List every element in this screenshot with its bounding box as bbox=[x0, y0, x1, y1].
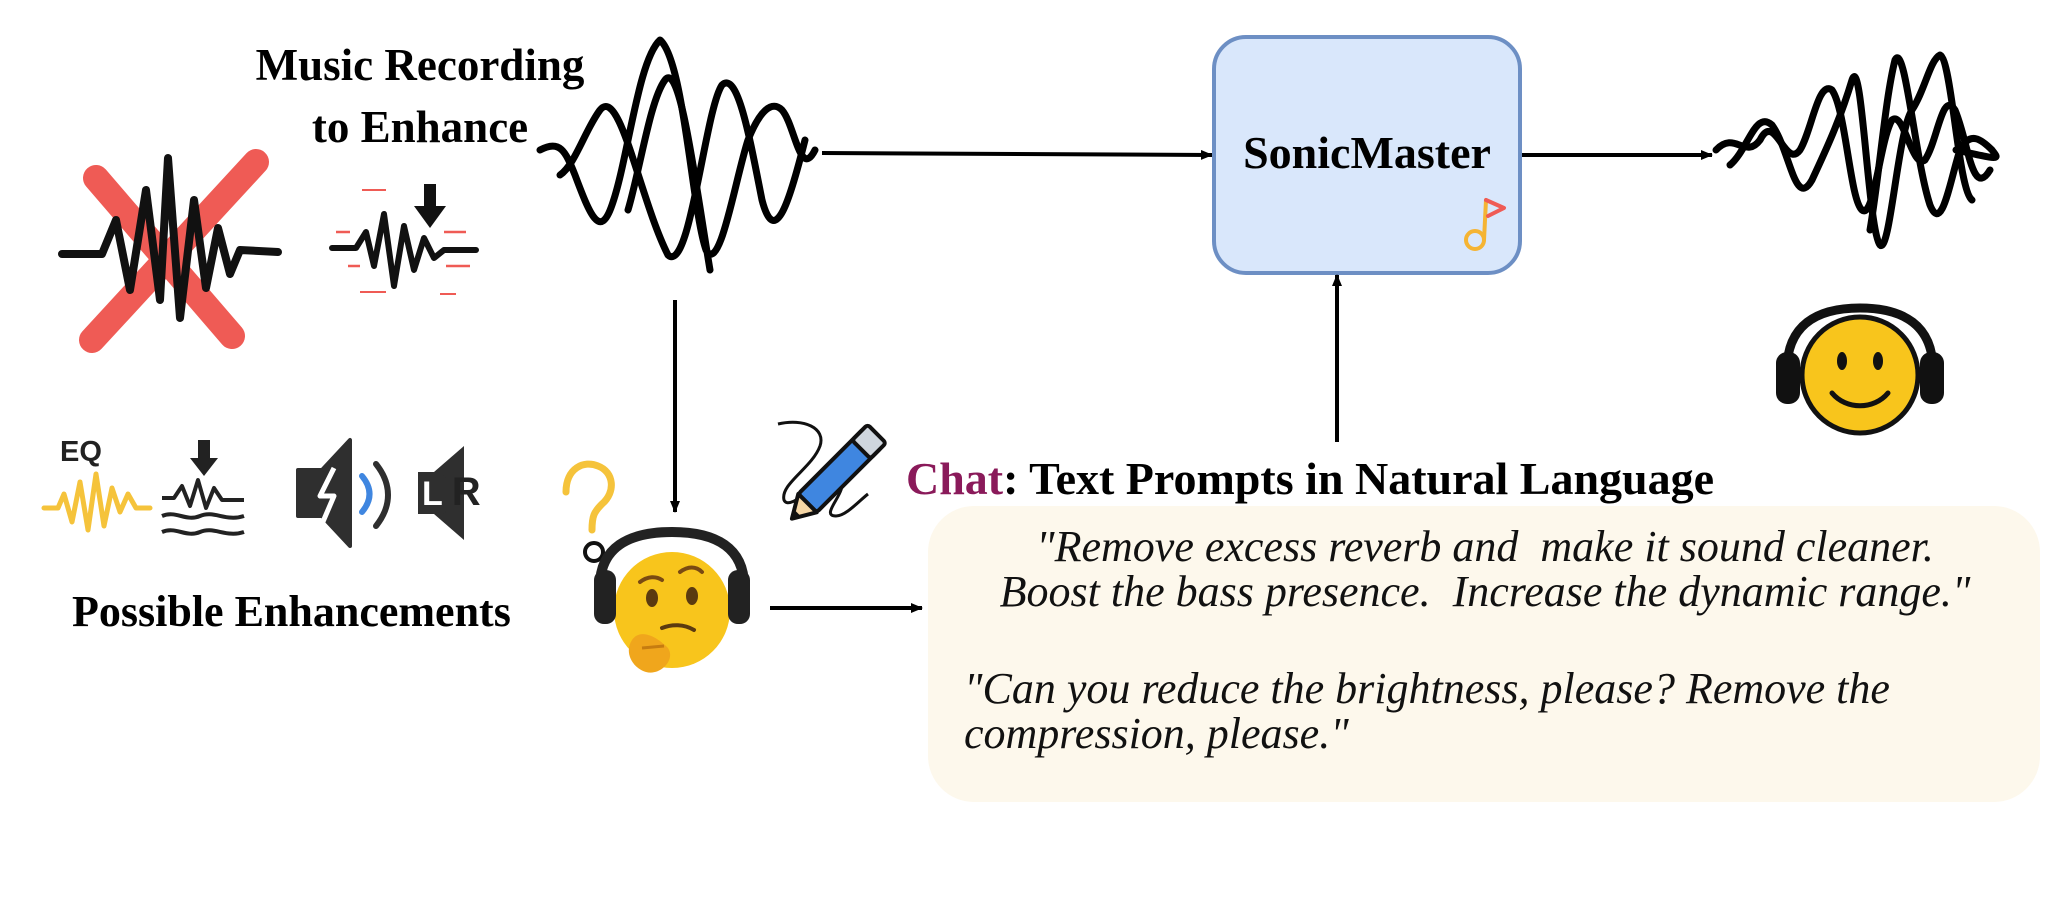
noisy-waveform-crossed-icon bbox=[58, 149, 282, 353]
prompts-box: "Remove excess reverb and make it sound … bbox=[928, 506, 2040, 802]
smiley-headphones-icon bbox=[1776, 303, 1944, 436]
pencil-icon bbox=[777, 420, 887, 521]
thinking-face-headphones-icon bbox=[594, 526, 750, 673]
arrow-input-to-model bbox=[821, 149, 1213, 160]
enhancements-label: Possible Enhancements bbox=[72, 587, 511, 636]
chat-title: Chat: Text Prompts in Natural Language bbox=[906, 452, 1714, 505]
prompt-text-2: "Can you reduce the brightness, please? … bbox=[964, 664, 1890, 758]
music-label-line2: to Enhance bbox=[311, 102, 529, 152]
compress-waveform-icon bbox=[329, 184, 479, 295]
eq-icon-text: EQ bbox=[60, 436, 102, 468]
r-letter: R bbox=[451, 470, 481, 514]
sonicmaster-box bbox=[1212, 35, 1522, 275]
chat-word: Chat bbox=[906, 453, 1004, 504]
l-letter: L bbox=[419, 475, 446, 514]
eq-icon bbox=[41, 471, 153, 533]
speaker-icon bbox=[296, 438, 391, 548]
model-label: SonicMaster bbox=[1243, 127, 1491, 178]
prompt-text-1: "Remove excess reverb and make it sound … bbox=[999, 522, 1971, 616]
music-note-icon bbox=[1464, 198, 1506, 251]
question-mark-icon bbox=[562, 460, 615, 563]
music-recording-label: Music Recording to Enhance bbox=[232, 34, 608, 158]
chat-title-rest: : Text Prompts in Natural Language bbox=[1003, 453, 1715, 504]
input-waveform-icon bbox=[536, 36, 819, 274]
output-waveform-icon bbox=[1712, 51, 2000, 249]
music-label-line1: Music Recording bbox=[255, 40, 585, 90]
denoise-icon bbox=[161, 440, 245, 536]
